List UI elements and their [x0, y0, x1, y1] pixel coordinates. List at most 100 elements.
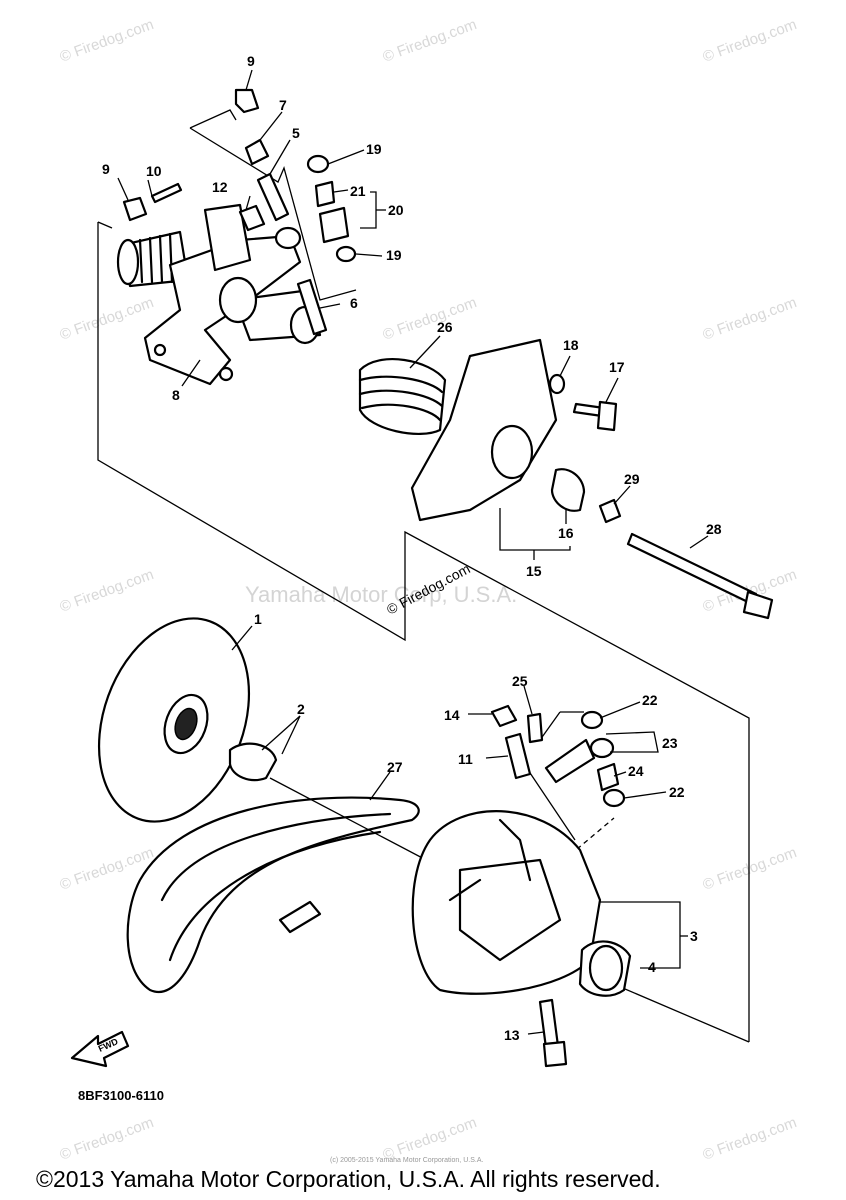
frame-outline: [539, 711, 561, 741]
leader: [259, 111, 283, 141]
leader: [613, 485, 631, 505]
part-19-washer: [335, 245, 357, 263]
part-label: 8: [172, 387, 180, 403]
leader: [409, 335, 441, 369]
part-24-pin: [596, 762, 620, 792]
bracket: [600, 901, 681, 969]
belt-inner: [160, 812, 392, 962]
leader: [613, 771, 627, 777]
part-29-washer: [598, 498, 622, 524]
part-26-spring: [358, 358, 447, 435]
part-27-v-belt: [126, 796, 420, 993]
part-13-bolt-head: [542, 1040, 568, 1068]
watermark: © Firedog.com: [58, 16, 156, 66]
part-17-bolt-head: [596, 400, 618, 432]
part-8-shaft-end: [116, 238, 140, 286]
leader: [559, 355, 571, 377]
part-12-spring: [238, 204, 266, 232]
part-label: 22: [642, 692, 658, 708]
part-labels: 9 7 5 19 9 10 21 12 20 19 6 26 18 17 8 2…: [102, 53, 722, 1043]
part-label: 11: [458, 751, 473, 767]
forward-arrow: FWD: [70, 1030, 130, 1068]
leader: [485, 755, 509, 759]
part-7-nut: [244, 138, 270, 166]
part-11-pin: [504, 732, 532, 780]
part-10-pin: [150, 182, 183, 204]
housing-detail: [448, 818, 532, 902]
leader: [355, 253, 383, 257]
leader: [181, 359, 201, 387]
frame-outline: [269, 777, 431, 863]
leader: [599, 701, 641, 719]
belt-logo: [278, 900, 322, 934]
leader: [689, 535, 709, 549]
watermark: © Firedog.com: [701, 1114, 799, 1164]
watermark: © Firedog.com: [701, 294, 799, 344]
bracket: [499, 508, 571, 551]
part-label: 20: [388, 202, 404, 218]
part-20-roller: [318, 206, 350, 244]
leader: [245, 195, 251, 211]
reference-frames: [97, 109, 750, 1043]
part-label: 13: [504, 1027, 520, 1043]
part-label: 5: [292, 125, 300, 141]
copyright-footer: ©2013 Yamaha Motor Corporation, U.S.A. A…: [36, 1166, 661, 1192]
frame-outline: [97, 222, 750, 1042]
part-label: 14: [444, 707, 460, 723]
leader: [281, 715, 301, 755]
watermark: © Firedog.com: [58, 294, 156, 344]
part-23-ramp: [544, 738, 596, 784]
part-14-nut: [490, 704, 518, 728]
leader: [319, 303, 341, 309]
frame-outline: [97, 221, 113, 229]
upper-small-parts: [122, 88, 357, 336]
part-8-bolt: [218, 366, 234, 382]
part-label: 4: [648, 959, 656, 975]
thread-lines: [138, 232, 174, 284]
part-label: 16: [558, 525, 574, 541]
part-label: 25: [512, 673, 528, 689]
part-label: 27: [387, 759, 403, 775]
part-label: 9: [247, 53, 255, 69]
part-25-pin: [526, 712, 544, 744]
part-label: 17: [609, 359, 625, 375]
part-label: 24: [628, 763, 644, 779]
part-4-seal-face: [588, 944, 624, 992]
part-1-sheave-hole: [174, 707, 198, 741]
part-18-nut: [548, 373, 566, 395]
leader: [623, 791, 667, 799]
part-label: 26: [437, 319, 453, 335]
part-label: 15: [526, 563, 542, 579]
part-label: 22: [669, 784, 685, 800]
part-label: 28: [706, 521, 722, 537]
leader: [333, 189, 349, 193]
leader: [147, 179, 153, 197]
watermark: © Firedog.com: [58, 566, 156, 616]
secondary-assembly: [411, 704, 632, 1068]
diagram-code: 8BF3100-6110: [78, 1088, 164, 1103]
leader: [117, 177, 129, 201]
part-label: 12: [212, 179, 228, 195]
cover-assembly: [358, 338, 774, 620]
part-22-washer: [602, 788, 626, 808]
part-28-bolt-head: [742, 590, 774, 620]
part-label: 2: [297, 701, 305, 717]
part-15-cover-hub: [490, 424, 534, 480]
watermark: © Firedog.com: [58, 1114, 156, 1164]
tiny-copyright: (c) 2005-2015 Yamaha Motor Corporation, …: [330, 1157, 483, 1164]
part-label: 18: [563, 337, 579, 353]
leader-lines: [117, 69, 709, 1035]
spider-assembly: [116, 203, 322, 386]
part-label: 19: [366, 141, 382, 157]
leader: [369, 771, 391, 801]
frame-outline: [189, 109, 237, 129]
part-label: 6: [350, 295, 358, 311]
part-9-weight: [122, 196, 148, 222]
watermark: © Firedog.com: [701, 844, 799, 894]
part-22-washer: [580, 710, 604, 730]
part-13-bolt: [538, 998, 560, 1050]
leader: [261, 715, 301, 751]
part-16-bushing: [550, 468, 586, 512]
sheave-assembly: [97, 617, 278, 823]
